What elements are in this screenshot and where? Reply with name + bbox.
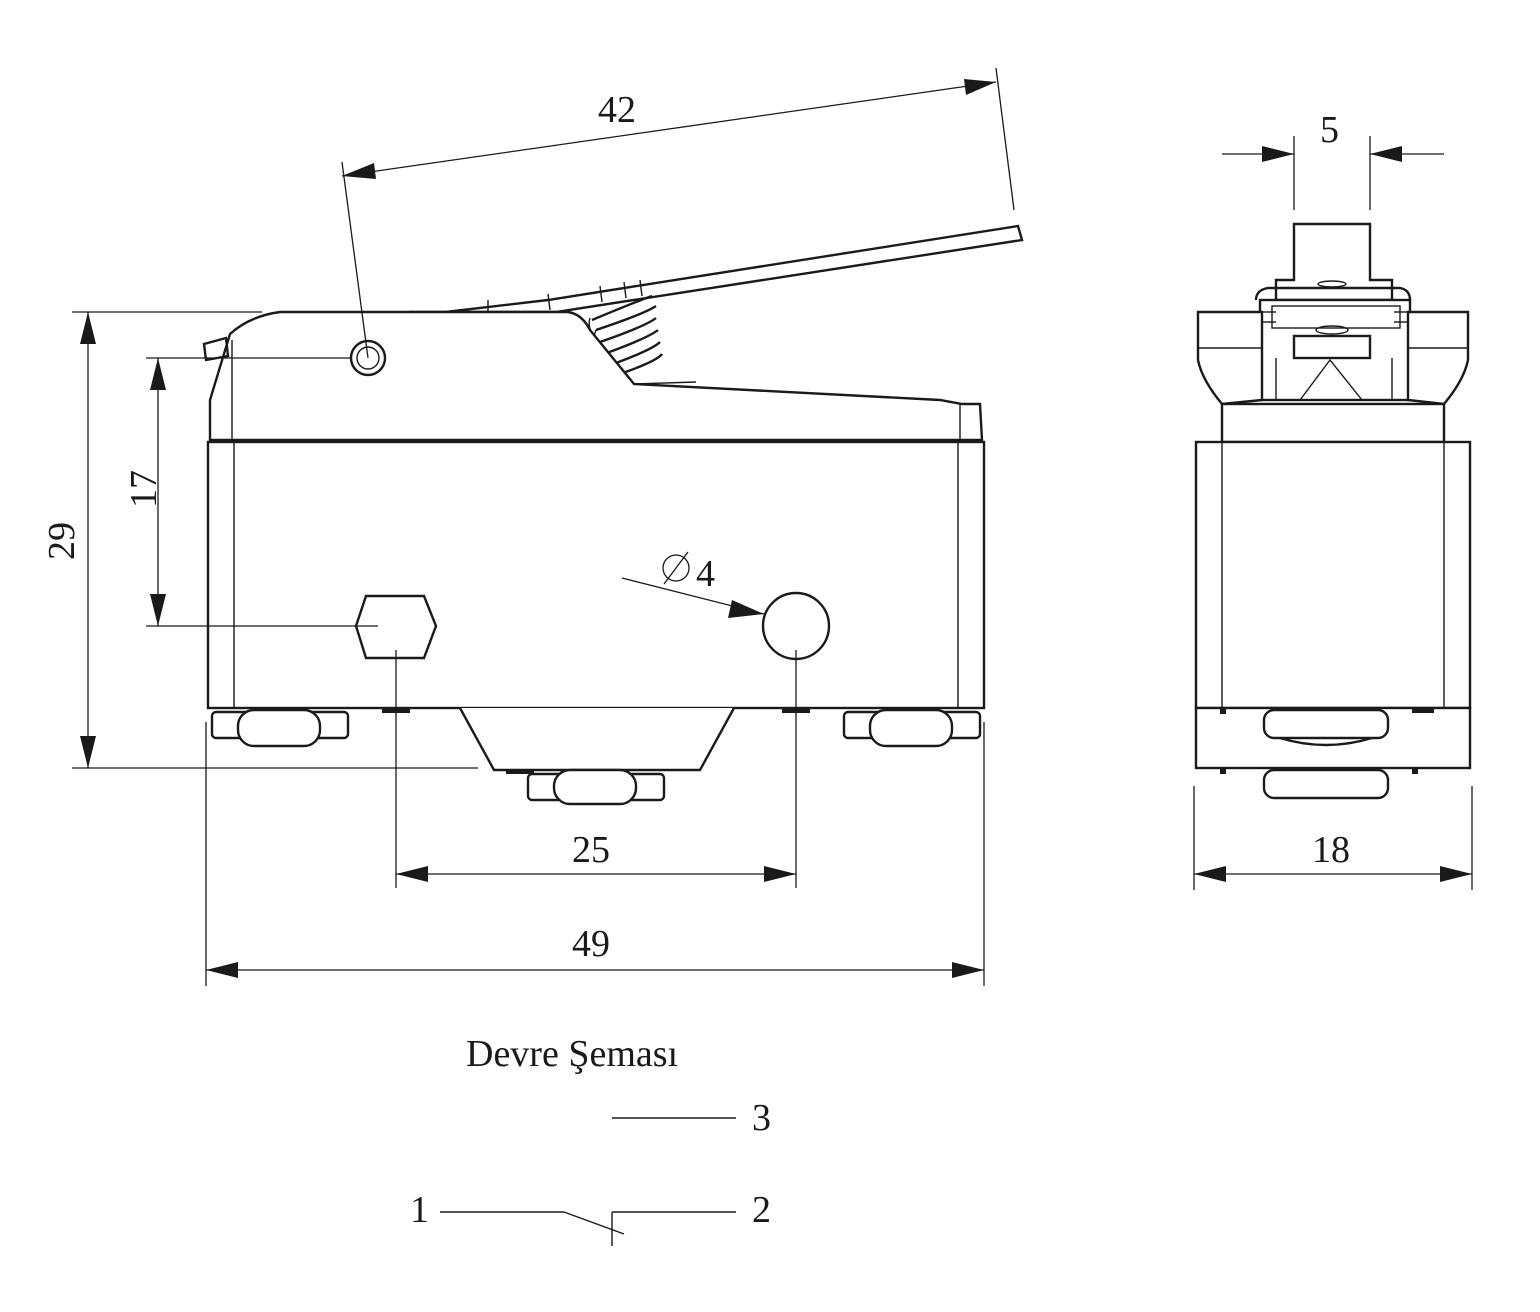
terminal-left <box>210 708 350 748</box>
dim-hole-diameter: 4 <box>621 551 765 618</box>
pivot-pin <box>349 339 387 377</box>
dim-body-length-label: 49 <box>572 923 610 965</box>
dim-pivot-to-hole: 17 <box>123 357 378 627</box>
dim-pivot-to-hole-label: 17 <box>123 470 165 508</box>
terminal-2-label: 2 <box>752 1189 771 1231</box>
actuator-housing <box>202 310 984 442</box>
end-view-housing-top <box>1196 310 1470 406</box>
switch-body <box>206 440 986 772</box>
dim-lever-length: 42 <box>341 67 1015 359</box>
dim-hole-spacing-label: 25 <box>572 829 610 871</box>
dim-plunger-width-label: 5 <box>1320 109 1339 151</box>
circuit-title: Devre Şeması <box>466 1033 678 1075</box>
pivot-pin-inner <box>356 346 380 370</box>
dim-body-length: 49 <box>205 722 985 986</box>
end-view: 5 18 <box>1193 109 1473 890</box>
terminal-1-label: 1 <box>410 1189 429 1231</box>
dim-hole-spacing: 25 <box>395 650 797 888</box>
dim-total-height-label: 29 <box>41 522 83 560</box>
dim-hole-diameter-label: 4 <box>696 553 715 595</box>
circuit-diagram: Devre Şeması 3 1 2 <box>410 1033 771 1246</box>
dim-lever-length-label: 42 <box>598 89 636 131</box>
dim-plunger-width: 5 <box>1222 109 1444 210</box>
terminal-bottom <box>526 768 666 806</box>
terminal-right <box>842 708 982 748</box>
terminal-3-label: 3 <box>752 1097 771 1139</box>
dim-body-width: 18 <box>1193 786 1473 890</box>
mounting-hole-left <box>354 594 438 660</box>
side-view: 42 29 17 4 <box>41 67 1024 986</box>
switch-contact <box>440 1211 736 1246</box>
dim-total-height: 29 <box>41 311 478 769</box>
plunger <box>1254 222 1412 402</box>
end-view-terminals <box>1220 708 1434 800</box>
mounting-hole-right <box>761 591 831 661</box>
dim-body-width-label: 18 <box>1312 829 1350 871</box>
